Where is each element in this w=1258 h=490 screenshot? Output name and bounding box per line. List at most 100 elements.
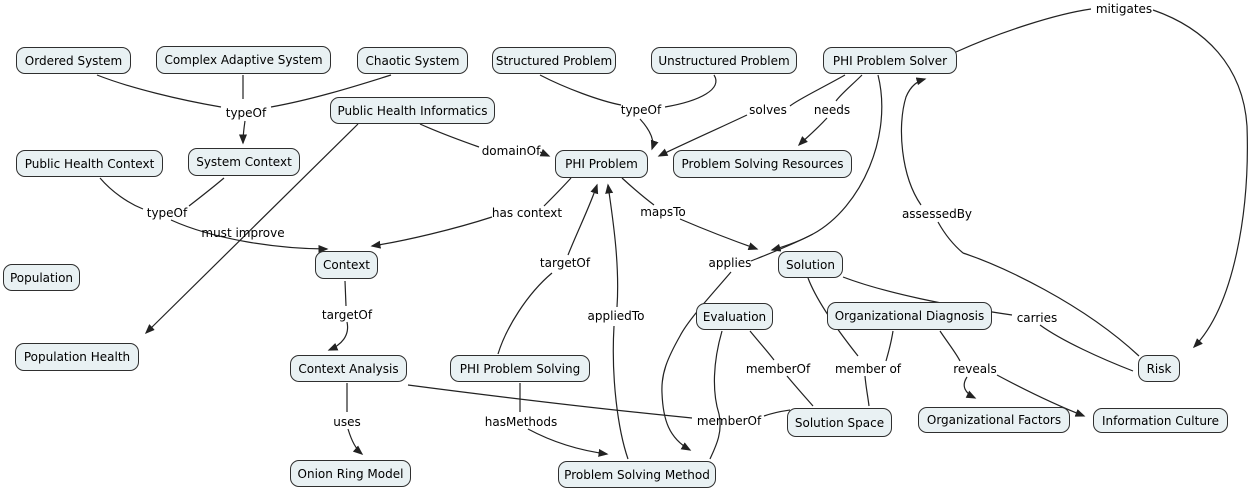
node-onion-ring-model[interactable]: Onion Ring Model xyxy=(290,460,411,487)
edge-line xyxy=(144,123,359,335)
edge-line xyxy=(497,272,553,355)
edge-line xyxy=(749,330,775,361)
edge-line xyxy=(370,216,493,249)
node-unstructured-problem[interactable]: Unstructured Problem xyxy=(651,47,797,74)
edge-line xyxy=(407,384,693,419)
node-label: Organizational Diagnosis xyxy=(834,309,985,323)
edge-line xyxy=(347,428,364,455)
node-context-analysis[interactable]: Context Analysis xyxy=(290,355,407,382)
edge-line xyxy=(1039,324,1134,372)
node-label: Unstructured Problem xyxy=(658,53,790,68)
node-information-culture[interactable]: Information Culture xyxy=(1093,408,1228,433)
edge-line xyxy=(770,233,814,252)
node-label: Organizational Factors xyxy=(926,413,1062,427)
edge-line xyxy=(527,428,609,457)
node-solution-space[interactable]: Solution Space xyxy=(787,408,892,437)
edge-line xyxy=(567,183,599,256)
edge-line xyxy=(621,177,655,206)
node-phi-problem-solver[interactable]: PHI Problem Solver xyxy=(823,47,957,74)
node-solution[interactable]: Solution xyxy=(778,251,843,278)
node-label: Population xyxy=(9,270,74,285)
edge-label-carries: carries xyxy=(1017,311,1058,325)
node-label: Public Health Context xyxy=(24,156,155,171)
node-label: Problem Solving Method xyxy=(564,467,710,482)
node-label: Solution Space xyxy=(794,415,885,430)
edge-line xyxy=(797,117,828,147)
edge-line xyxy=(789,74,846,107)
node-label: PHI Problem Solving xyxy=(459,361,581,376)
edge-label-reveals: reveals xyxy=(953,362,996,376)
node-label: PHI Problem xyxy=(565,157,638,171)
edge-label-typeof-problems: typeOf xyxy=(621,103,662,117)
node-label: Structured Problem xyxy=(495,53,613,68)
edge-line xyxy=(996,374,1086,417)
node-evaluation[interactable]: Evaluation xyxy=(696,303,773,330)
edge-label-assessedby: assessedBy xyxy=(902,207,972,221)
edge-line xyxy=(937,221,964,254)
edge-label-hasmethods: hasMethods xyxy=(485,415,557,429)
node-complex-adaptive-system[interactable]: Complex Adaptive System xyxy=(156,46,331,74)
node-organizational-factors[interactable]: Organizational Factors xyxy=(918,407,1070,433)
node-phi-problem[interactable]: PHI Problem xyxy=(555,150,648,178)
edge-line xyxy=(99,177,144,210)
edge-label-needs: needs xyxy=(814,103,850,117)
edge-line xyxy=(539,148,551,157)
edge-line xyxy=(657,114,748,157)
node-public-health-context[interactable]: Public Health Context xyxy=(16,150,163,177)
node-public-health-informatics[interactable]: Public Health Informatics xyxy=(330,97,495,124)
node-label: Context xyxy=(322,258,370,272)
node-system-context[interactable]: System Context xyxy=(188,148,300,176)
node-label: Problem Solving Resources xyxy=(681,157,844,171)
edge-line xyxy=(96,74,222,108)
edge-line xyxy=(664,74,717,108)
edge-label-must-improve: must improve xyxy=(201,226,284,240)
edge-label-targetof-context: targetOf xyxy=(322,308,373,322)
edge-label-member-of-solution: member of xyxy=(835,362,902,376)
edge-label-uses: uses xyxy=(333,415,361,429)
node-label: Population Health xyxy=(23,350,131,364)
edge-line xyxy=(1152,9,1248,349)
node-population-health[interactable]: Population Health xyxy=(15,343,139,371)
node-structured-problem[interactable]: Structured Problem xyxy=(492,47,616,74)
node-label: Public Health Informatics xyxy=(337,103,488,118)
node-label: Chaotic System xyxy=(365,53,460,68)
node-population[interactable]: Population xyxy=(3,264,80,291)
edge-label-memberof-method: memberOf xyxy=(697,414,762,428)
edge-line xyxy=(239,120,248,145)
node-ordered-system[interactable]: Ordered System xyxy=(16,47,131,74)
edge-label-solves: solves xyxy=(749,103,787,117)
edge-line xyxy=(750,233,814,262)
edge-label-domainof: domainOf xyxy=(482,144,541,158)
node-problem-solving-resources[interactable]: Problem Solving Resources xyxy=(673,150,852,178)
edge-line xyxy=(885,330,894,362)
node-problem-solving-method[interactable]: Problem Solving Method xyxy=(558,461,716,488)
node-label: Information Culture xyxy=(1102,413,1219,428)
node-label: PHI Problem Solver xyxy=(832,53,948,68)
edge-line xyxy=(679,218,759,250)
edge-line xyxy=(864,375,870,407)
node-label: Solution xyxy=(786,257,835,272)
edge-line xyxy=(605,183,619,308)
edge-label-has-context: has context xyxy=(492,206,563,220)
edge-label-applies: applies xyxy=(709,256,752,270)
node-label: Risk xyxy=(1146,361,1172,376)
edge-label-typeof-contexts: typeOf xyxy=(147,206,188,220)
node-label: Ordered System xyxy=(24,53,123,68)
edge-line xyxy=(661,271,732,451)
node-phi-problem-solving[interactable]: PHI Problem Solving xyxy=(450,355,590,382)
edge-line xyxy=(344,280,347,307)
edge-line xyxy=(327,321,349,351)
node-chaotic-system[interactable]: Chaotic System xyxy=(357,47,468,74)
edge-label-mitigates: mitigates xyxy=(1096,2,1152,16)
edge-line xyxy=(270,74,392,108)
node-risk[interactable]: Risk xyxy=(1138,355,1180,382)
node-context[interactable]: Context xyxy=(315,251,378,279)
edge-line xyxy=(543,177,572,207)
edge-line xyxy=(786,375,814,407)
edge-line xyxy=(955,8,1092,53)
edge-line xyxy=(835,74,863,102)
node-organizational-diagnosis[interactable]: Organizational Diagnosis xyxy=(827,302,992,330)
edge-label-memberof-evaluation: memberOf xyxy=(746,362,811,376)
node-label: Complex Adaptive System xyxy=(164,53,323,67)
edge-line xyxy=(900,77,927,206)
